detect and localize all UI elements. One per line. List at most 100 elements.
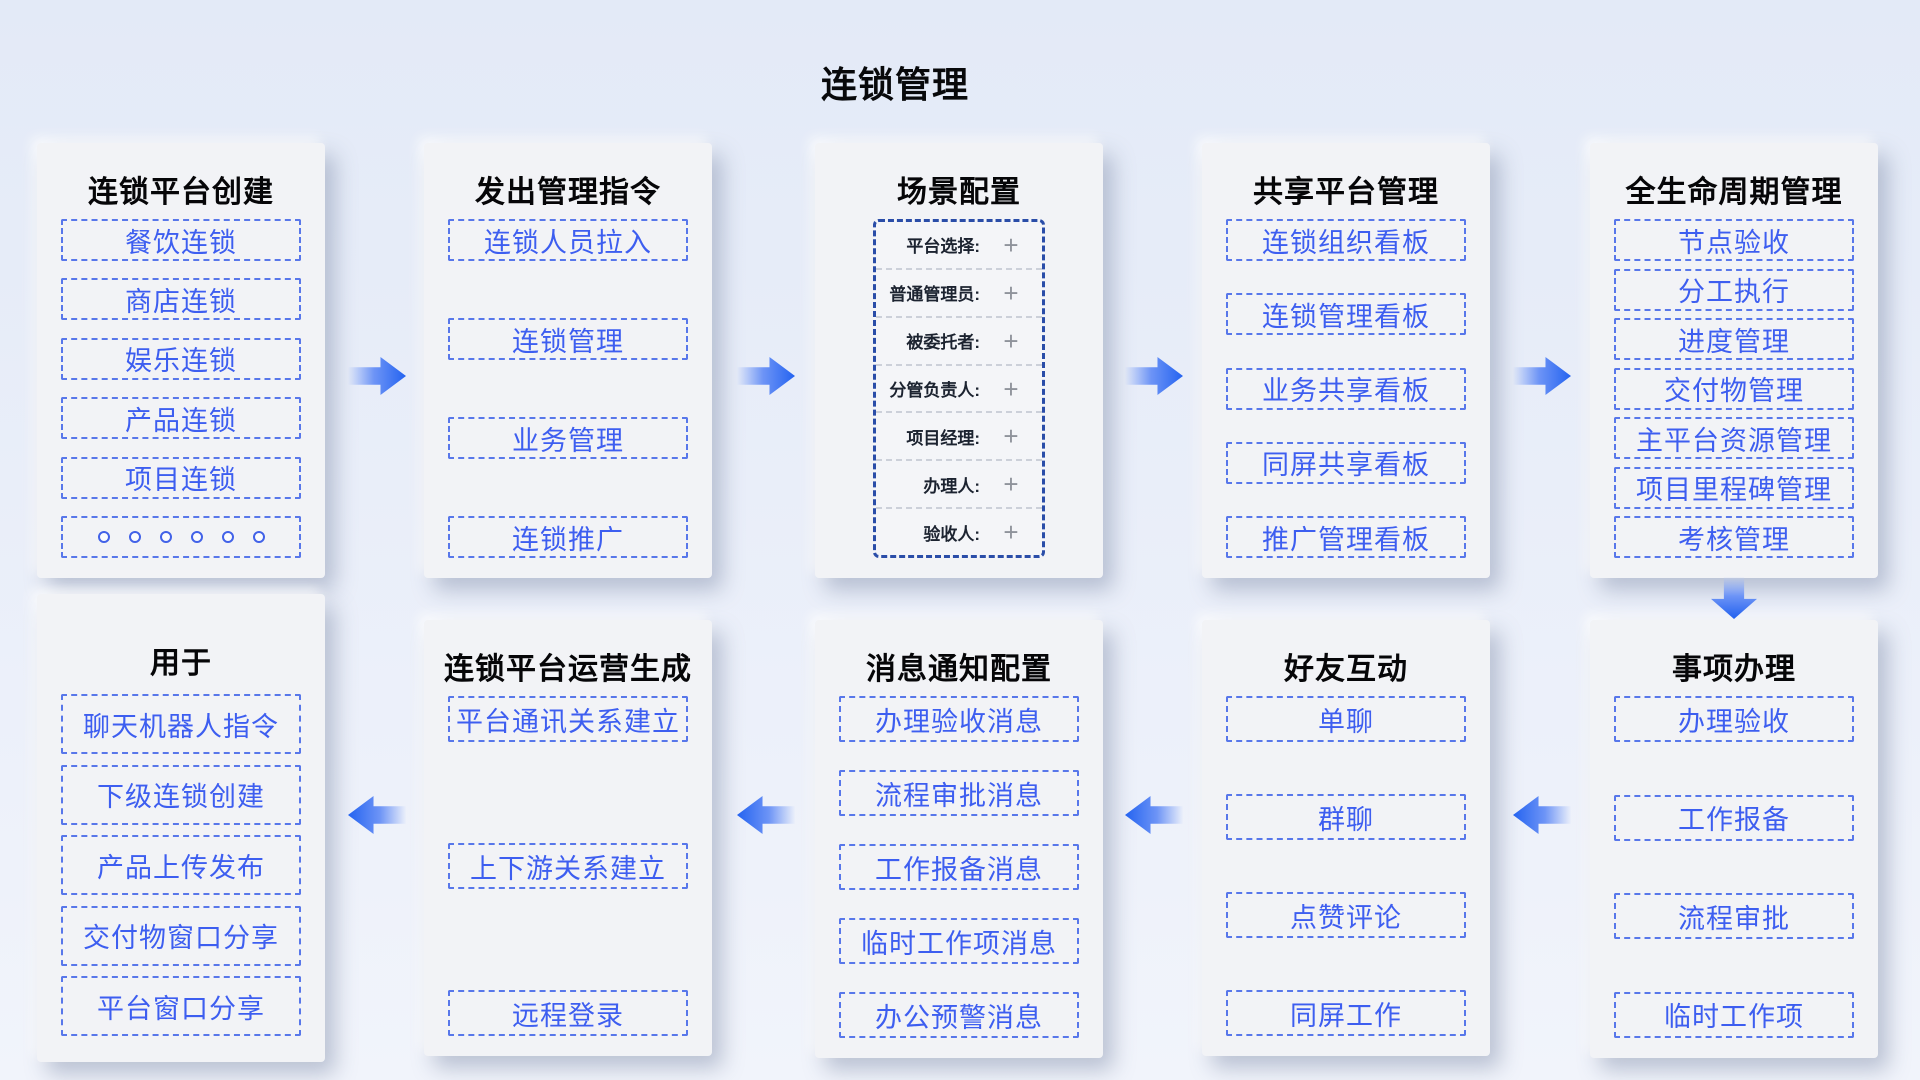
dot-icon — [128, 530, 141, 543]
panel-title: 连锁平台运营生成 — [444, 653, 692, 686]
panel-friend-interaction: 好友互动 单聊 群聊 点赞评论 同屏工作 — [1202, 620, 1490, 1056]
panel-items: 单聊 群聊 点赞评论 同屏工作 — [1226, 696, 1466, 1036]
item-single-chat[interactable]: 单聊 — [1226, 696, 1466, 742]
item-chain-member-invite[interactable]: 连锁人员拉入 — [448, 219, 688, 261]
item-chain-org-board[interactable]: 连锁组织看板 — [1226, 219, 1466, 261]
item-work-report[interactable]: 工作报备 — [1614, 794, 1854, 841]
panel-chain-platform-creation: 连锁平台创建 餐饮连锁 商店连锁 娱乐连锁 产品连锁 项目连锁 — [37, 143, 325, 578]
item-group-chat[interactable]: 群聊 — [1226, 794, 1466, 840]
panel-items: 节点验收 分工执行 进度管理 交付物管理 主平台资源管理 项目里程碑管理 考核管… — [1614, 219, 1854, 558]
item-more-ellipsis — [61, 515, 301, 558]
item-temp-work-item-message[interactable]: 临时工作项消息 — [839, 918, 1079, 964]
scene-row-label: 项目经理: — [906, 428, 980, 448]
item-product-upload-publish[interactable]: 产品上传发布 — [61, 835, 301, 895]
item-sub-chain-creation[interactable]: 下级连锁创建 — [61, 764, 301, 825]
item-progress-management[interactable]: 进度管理 — [1614, 318, 1854, 360]
plus-icon[interactable]: + — [1003, 517, 1019, 548]
item-product-chain[interactable]: 产品连锁 — [61, 397, 301, 440]
panel-title: 共享平台管理 — [1253, 176, 1439, 209]
item-chain-management[interactable]: 连锁管理 — [448, 318, 688, 360]
plus-icon[interactable]: + — [1003, 229, 1019, 260]
arrow-left-icon — [348, 796, 406, 834]
arrow-left-icon — [737, 796, 795, 834]
item-process-approval-message[interactable]: 流程审批消息 — [839, 770, 1079, 816]
panel-chain-platform-operation-generation: 连锁平台运营生成 平台通讯关系建立 上下游关系建立 远程登录 — [424, 620, 712, 1056]
dot-icon — [97, 530, 110, 543]
item-catering-chain[interactable]: 餐饮连锁 — [61, 219, 301, 261]
item-remote-login[interactable]: 远程登录 — [448, 990, 688, 1036]
item-like-comment[interactable]: 点赞评论 — [1226, 892, 1466, 938]
panel-title: 好友互动 — [1284, 653, 1408, 686]
item-chain-mgmt-board[interactable]: 连锁管理看板 — [1226, 293, 1466, 336]
dot-icon — [221, 530, 234, 543]
panel-title: 消息通知配置 — [866, 653, 1052, 686]
scene-row-handler: 办理人: + — [876, 461, 1042, 510]
panel-item-handling: 事项办理 办理验收 工作报备 流程审批 临时工作项 — [1590, 620, 1878, 1058]
item-deliverable-management[interactable]: 交付物管理 — [1614, 367, 1854, 410]
plus-icon[interactable]: + — [1003, 469, 1019, 500]
item-chain-promotion[interactable]: 连锁推广 — [448, 516, 688, 558]
item-store-chain[interactable]: 商店连锁 — [61, 278, 301, 321]
arrow-right-icon — [348, 357, 406, 395]
item-platform-window-share[interactable]: 平台窗口分享 — [61, 976, 301, 1036]
item-temp-work-item[interactable]: 临时工作项 — [1614, 991, 1854, 1038]
arrow-down-icon — [1711, 577, 1757, 619]
arrow-right-icon — [1125, 357, 1183, 395]
item-platform-communication-relation[interactable]: 平台通讯关系建立 — [448, 696, 688, 742]
dot-icon — [159, 530, 172, 543]
item-promotion-mgmt-board[interactable]: 推广管理看板 — [1226, 516, 1466, 558]
item-handle-acceptance[interactable]: 办理验收 — [1614, 696, 1854, 742]
scene-row-label: 分管负责人: — [889, 381, 980, 400]
item-handle-acceptance-message[interactable]: 办理验收消息 — [839, 696, 1079, 742]
panel-items: 平台通讯关系建立 上下游关系建立 远程登录 — [448, 696, 688, 1036]
plus-icon[interactable]: + — [1003, 325, 1019, 356]
item-division-execution[interactable]: 分工执行 — [1614, 268, 1854, 311]
panel-title: 场景配置 — [897, 176, 1021, 209]
plus-icon[interactable]: + — [1003, 373, 1019, 404]
page-title: 连锁管理 — [820, 64, 970, 105]
panel-title: 用于 — [150, 647, 212, 680]
dot-icon — [252, 530, 265, 543]
item-deliverable-window-share[interactable]: 交付物窗口分享 — [61, 905, 301, 966]
panel-title: 事项办理 — [1672, 653, 1796, 686]
dot-icon — [190, 530, 203, 543]
item-chatbot-command[interactable]: 聊天机器人指令 — [61, 694, 301, 754]
item-process-approval[interactable]: 流程审批 — [1614, 893, 1854, 940]
panel-used-for: 用于 聊天机器人指令 下级连锁创建 产品上传发布 交付物窗口分享 平台窗口分享 — [37, 594, 325, 1062]
item-project-milestone-management[interactable]: 项目里程碑管理 — [1614, 466, 1854, 509]
item-same-screen-share-board[interactable]: 同屏共享看板 — [1226, 441, 1466, 484]
item-node-acceptance[interactable]: 节点验收 — [1614, 219, 1854, 261]
scene-row-label: 普通管理员: — [889, 285, 980, 305]
panel-title: 连锁平台创建 — [88, 176, 274, 209]
panel-items: 连锁组织看板 连锁管理看板 业务共享看板 同屏共享看板 推广管理看板 — [1226, 219, 1466, 558]
scene-row-normal-admin: 普通管理员: + — [876, 270, 1042, 318]
scene-row-branch-leader: 分管负责人: + — [876, 366, 1042, 414]
scene-row-delegatee: 被委托者: + — [876, 318, 1042, 366]
arrow-right-icon — [737, 357, 795, 395]
panel-title: 全生命周期管理 — [1625, 176, 1843, 209]
panel-shared-platform-management: 共享平台管理 连锁组织看板 连锁管理看板 业务共享看板 同屏共享看板 推广管理看… — [1202, 143, 1490, 578]
item-entertainment-chain[interactable]: 娱乐连锁 — [61, 337, 301, 380]
item-work-report-message[interactable]: 工作报备消息 — [839, 844, 1079, 890]
scene-row-label: 被委托者: — [906, 333, 980, 353]
panel-title: 发出管理指令 — [475, 176, 661, 209]
item-business-share-board[interactable]: 业务共享看板 — [1226, 367, 1466, 410]
scene-row-acceptor: 验收人: + — [876, 509, 1042, 555]
scene-row-label: 验收人: — [923, 524, 980, 544]
arrow-right-icon — [1513, 357, 1571, 395]
plus-icon[interactable]: + — [1003, 421, 1019, 452]
plus-icon[interactable]: + — [1003, 277, 1019, 308]
scene-row-project-manager: 项目经理: + — [876, 413, 1042, 462]
item-assessment-management[interactable]: 考核管理 — [1614, 516, 1854, 558]
item-main-platform-resource-management[interactable]: 主平台资源管理 — [1614, 417, 1854, 459]
panel-message-notification-config: 消息通知配置 办理验收消息 流程审批消息 工作报备消息 临时工作项消息 办公预警… — [815, 620, 1103, 1058]
panel-items: 餐饮连锁 商店连锁 娱乐连锁 产品连锁 项目连锁 — [61, 219, 301, 558]
panel-items: 办理验收消息 流程审批消息 工作报备消息 临时工作项消息 办公预警消息 — [839, 696, 1079, 1038]
item-project-chain[interactable]: 项目连锁 — [61, 456, 301, 499]
item-office-warning-message[interactable]: 办公预警消息 — [839, 992, 1079, 1038]
panel-scene-configuration: 场景配置 平台选择: + 普通管理员: + 被委托者: + 分管负责人: + — [815, 143, 1103, 578]
item-business-management[interactable]: 业务管理 — [448, 417, 688, 459]
item-same-screen-work[interactable]: 同屏工作 — [1226, 990, 1466, 1036]
item-upstream-downstream-relation[interactable]: 上下游关系建立 — [448, 843, 688, 889]
